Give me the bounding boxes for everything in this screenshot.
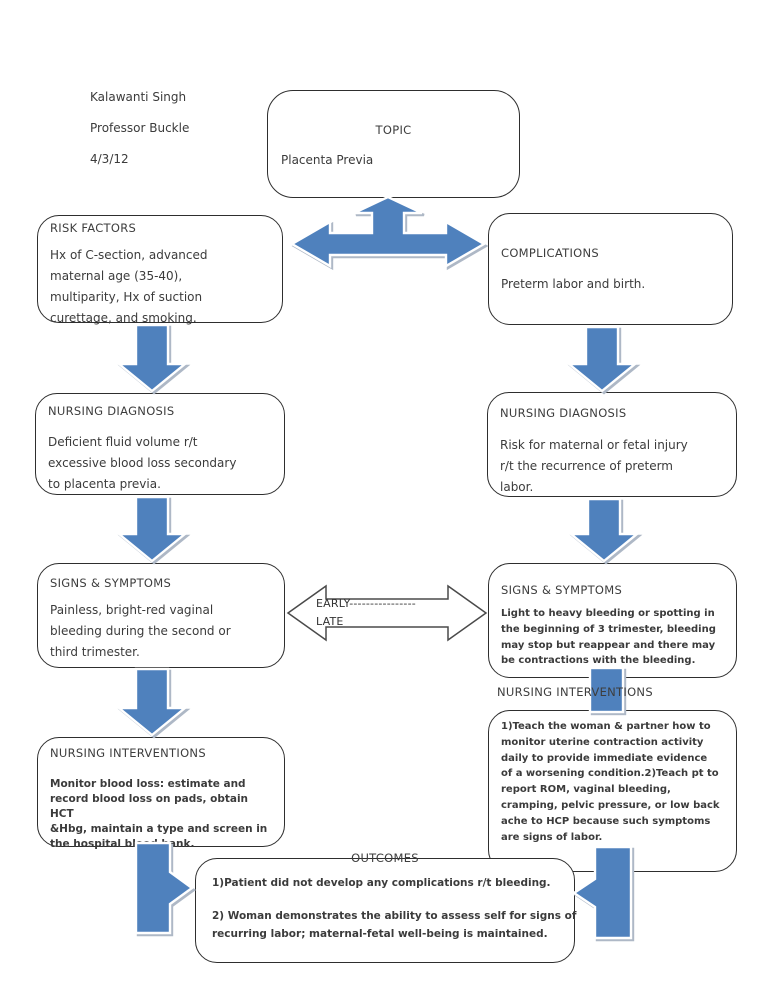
nursing-interventions-left-title: NURSING INTERVENTIONS (50, 746, 206, 760)
signs-symptoms-right-title: SIGNS & SYMPTOMS (501, 583, 623, 597)
nursing-diagnosis-right-box: NURSING DIAGNOSIS Risk for maternal or f… (487, 392, 737, 497)
complications-title: COMPLICATIONS (501, 246, 600, 260)
signs-symptoms-left-body: Painless, bright-red vaginal bleeding du… (50, 603, 231, 659)
down-arrow-left-2 (115, 495, 189, 563)
timeline-late-label: LATE (316, 615, 344, 628)
outcomes-arrow-left (134, 841, 195, 935)
risk-factors-body: Hx of C-section, advanced maternal age (… (50, 248, 208, 325)
author-name: Kalawanti Singh (90, 90, 187, 104)
nursing-diagnosis-left-box: NURSING DIAGNOSIS Deficient fluid volume… (35, 393, 285, 495)
outcomes-item-2: 2) Woman demonstrates the ability to ass… (212, 910, 577, 940)
nursing-diagnosis-left-body: Deficient fluid volume r/t excessive blo… (48, 435, 237, 491)
date-text: 4/3/12 (90, 152, 129, 166)
down-arrow-right-2 (567, 497, 641, 563)
early-late-arrow (286, 584, 488, 642)
nursing-interventions-left-box: NURSING INTERVENTIONS Monitor blood loss… (37, 737, 285, 850)
outcomes-item-1: 1)Patient did not develop any complicati… (212, 877, 551, 889)
topic-branch-arrow (289, 195, 487, 269)
outcomes-box (195, 858, 575, 963)
nursing-interventions-right-body: 1)Teach the woman & partner how to monit… (501, 721, 720, 843)
nursing-interventions-right-title: NURSING INTERVENTIONS (497, 685, 653, 699)
topic-title: TOPIC (375, 123, 412, 137)
risk-factors-title: RISK FACTORS (50, 221, 137, 235)
topic-box: TOPIC Placenta Previa (267, 90, 520, 198)
signs-symptoms-left-box: SIGNS & SYMPTOMS Painless, bright-red va… (37, 563, 285, 668)
complications-body: Preterm labor and birth. (501, 277, 646, 291)
nursing-interventions-left-body: Monitor blood loss: estimate and record … (50, 778, 268, 850)
nursing-diagnosis-right-body: Risk for maternal or fetal injury r/t th… (500, 438, 688, 494)
nursing-interventions-right-box: 1)Teach the woman & partner how to monit… (488, 710, 737, 872)
timeline-early-label: EARLY---------------- (316, 597, 416, 610)
down-arrow-left-1 (115, 323, 189, 393)
nursing-diagnosis-right-title: NURSING DIAGNOSIS (500, 406, 627, 420)
outcomes-title: OUTCOMES (351, 851, 419, 865)
topic-body: Placenta Previa (281, 153, 374, 167)
risk-factors-box: RISK FACTORS Hx of C-section, advanced m… (37, 215, 283, 325)
signs-symptoms-right-box: SIGNS & SYMPTOMS Light to heavy bleeding… (488, 563, 737, 678)
nursing-diagnosis-left-title: NURSING DIAGNOSIS (48, 404, 175, 418)
signs-symptoms-left-title: SIGNS & SYMPTOMS (50, 576, 172, 590)
complications-box: COMPLICATIONS Preterm labor and birth. (488, 213, 733, 325)
down-arrow-right-1 (565, 325, 639, 393)
down-arrow-left-3 (115, 667, 189, 737)
professor-name: Professor Buckle (90, 121, 190, 135)
signs-symptoms-right-body: Light to heavy bleeding or spotting in t… (501, 608, 716, 667)
